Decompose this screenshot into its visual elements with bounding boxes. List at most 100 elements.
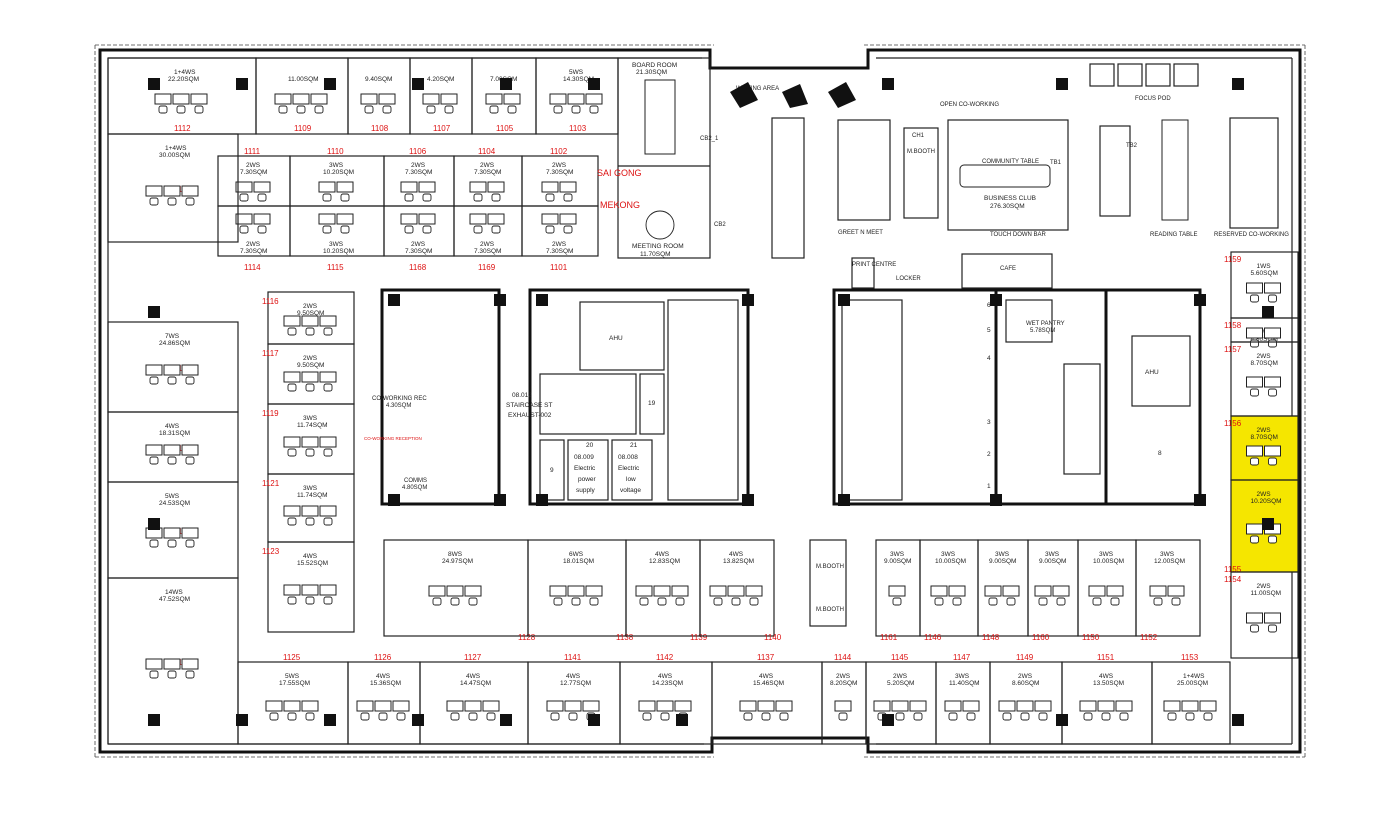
room-label: 5WS bbox=[165, 493, 180, 500]
focus-pod-label: FOCUS POD bbox=[1135, 96, 1171, 102]
middle-row-rooms: 8WS24.97SQM11286WS18.01SQM11384WS12.83SQ… bbox=[383, 539, 782, 642]
room-area: 5.60SQM bbox=[1251, 270, 1278, 277]
room-number: 1144 bbox=[834, 653, 852, 662]
elec1-code: 08.009 bbox=[574, 454, 594, 461]
comms-label: COMMS bbox=[404, 478, 427, 484]
room-label: 2WS bbox=[303, 303, 318, 310]
reading-table-label: READING TABLE bbox=[1150, 232, 1197, 238]
room-number: 1160 bbox=[1032, 633, 1050, 642]
room-area: 13.50SQM bbox=[1093, 680, 1124, 687]
elec2-line2: low bbox=[626, 476, 636, 483]
cb2-label: CB2 bbox=[714, 222, 726, 228]
room-label: 2WS bbox=[303, 355, 318, 362]
core-num-3: 3 bbox=[987, 419, 991, 426]
room-area: 8.60SQM bbox=[1012, 680, 1039, 687]
room-area: 47.52SQM bbox=[159, 596, 190, 603]
top-row-rooms: 1+4WS22.20SQM111211.00SQM11099.40SQM1108… bbox=[107, 57, 619, 135]
room-number-top: 1104 bbox=[478, 147, 496, 156]
room-label: 4WS bbox=[1099, 673, 1114, 680]
room-1105[interactable]: 7.00SQM1105 bbox=[471, 57, 537, 135]
elec2-code: 08.008 bbox=[618, 454, 638, 461]
mbooth-2: M.BOOTH bbox=[816, 607, 844, 613]
room-label: 3WS bbox=[1045, 551, 1060, 558]
business-club-label: BUSINESS CLUB bbox=[984, 195, 1036, 202]
room-label-bottom: 2WS bbox=[246, 241, 261, 248]
waiting-area-label: WAITING AREA bbox=[736, 86, 779, 92]
room-area-bottom: 7.30SQM bbox=[546, 248, 573, 255]
room-number: 1159 bbox=[1224, 255, 1242, 264]
core-num-8: 8 bbox=[1158, 450, 1162, 457]
room-number: 1141 bbox=[564, 653, 582, 662]
room-area: 9.40SQM bbox=[365, 76, 392, 83]
room-label: 3WS bbox=[303, 485, 318, 492]
room-area: 8.20SQM bbox=[830, 680, 857, 687]
elec1-line1: Electric bbox=[574, 465, 596, 472]
meeting-room-area: 11.70SQM bbox=[640, 251, 671, 258]
boardroom-area: BOARD ROOM 21.30SQM MEETING ROOM 11.70SQ… bbox=[597, 57, 711, 259]
room-label: 4WS bbox=[759, 673, 774, 680]
room-label: 3WS bbox=[995, 551, 1010, 558]
bottom-row-rooms: 5WS17.55SQM11254WS15.36SQM11264WS14.47SQ… bbox=[237, 653, 1231, 745]
room-area: 9.00SQM bbox=[884, 558, 911, 565]
room-label: 4WS bbox=[303, 553, 318, 560]
room-area: 4.20SQM bbox=[427, 76, 454, 83]
room-number: 1156 bbox=[1224, 419, 1242, 428]
exhaust-label: EXHAUST-002 bbox=[508, 412, 552, 419]
room-label: 3WS bbox=[941, 551, 956, 558]
room-number: 1149 bbox=[1016, 653, 1034, 662]
room-area-top: 10.20SQM bbox=[323, 169, 354, 176]
boardroom-area-text: 21.30SQM bbox=[636, 69, 667, 76]
room-area: 12.00SQM bbox=[1154, 558, 1185, 565]
room-area: 30.00SQM bbox=[159, 152, 190, 159]
cafe-label: CAFE bbox=[1000, 266, 1016, 272]
ch1-label: CH1 bbox=[912, 133, 925, 139]
